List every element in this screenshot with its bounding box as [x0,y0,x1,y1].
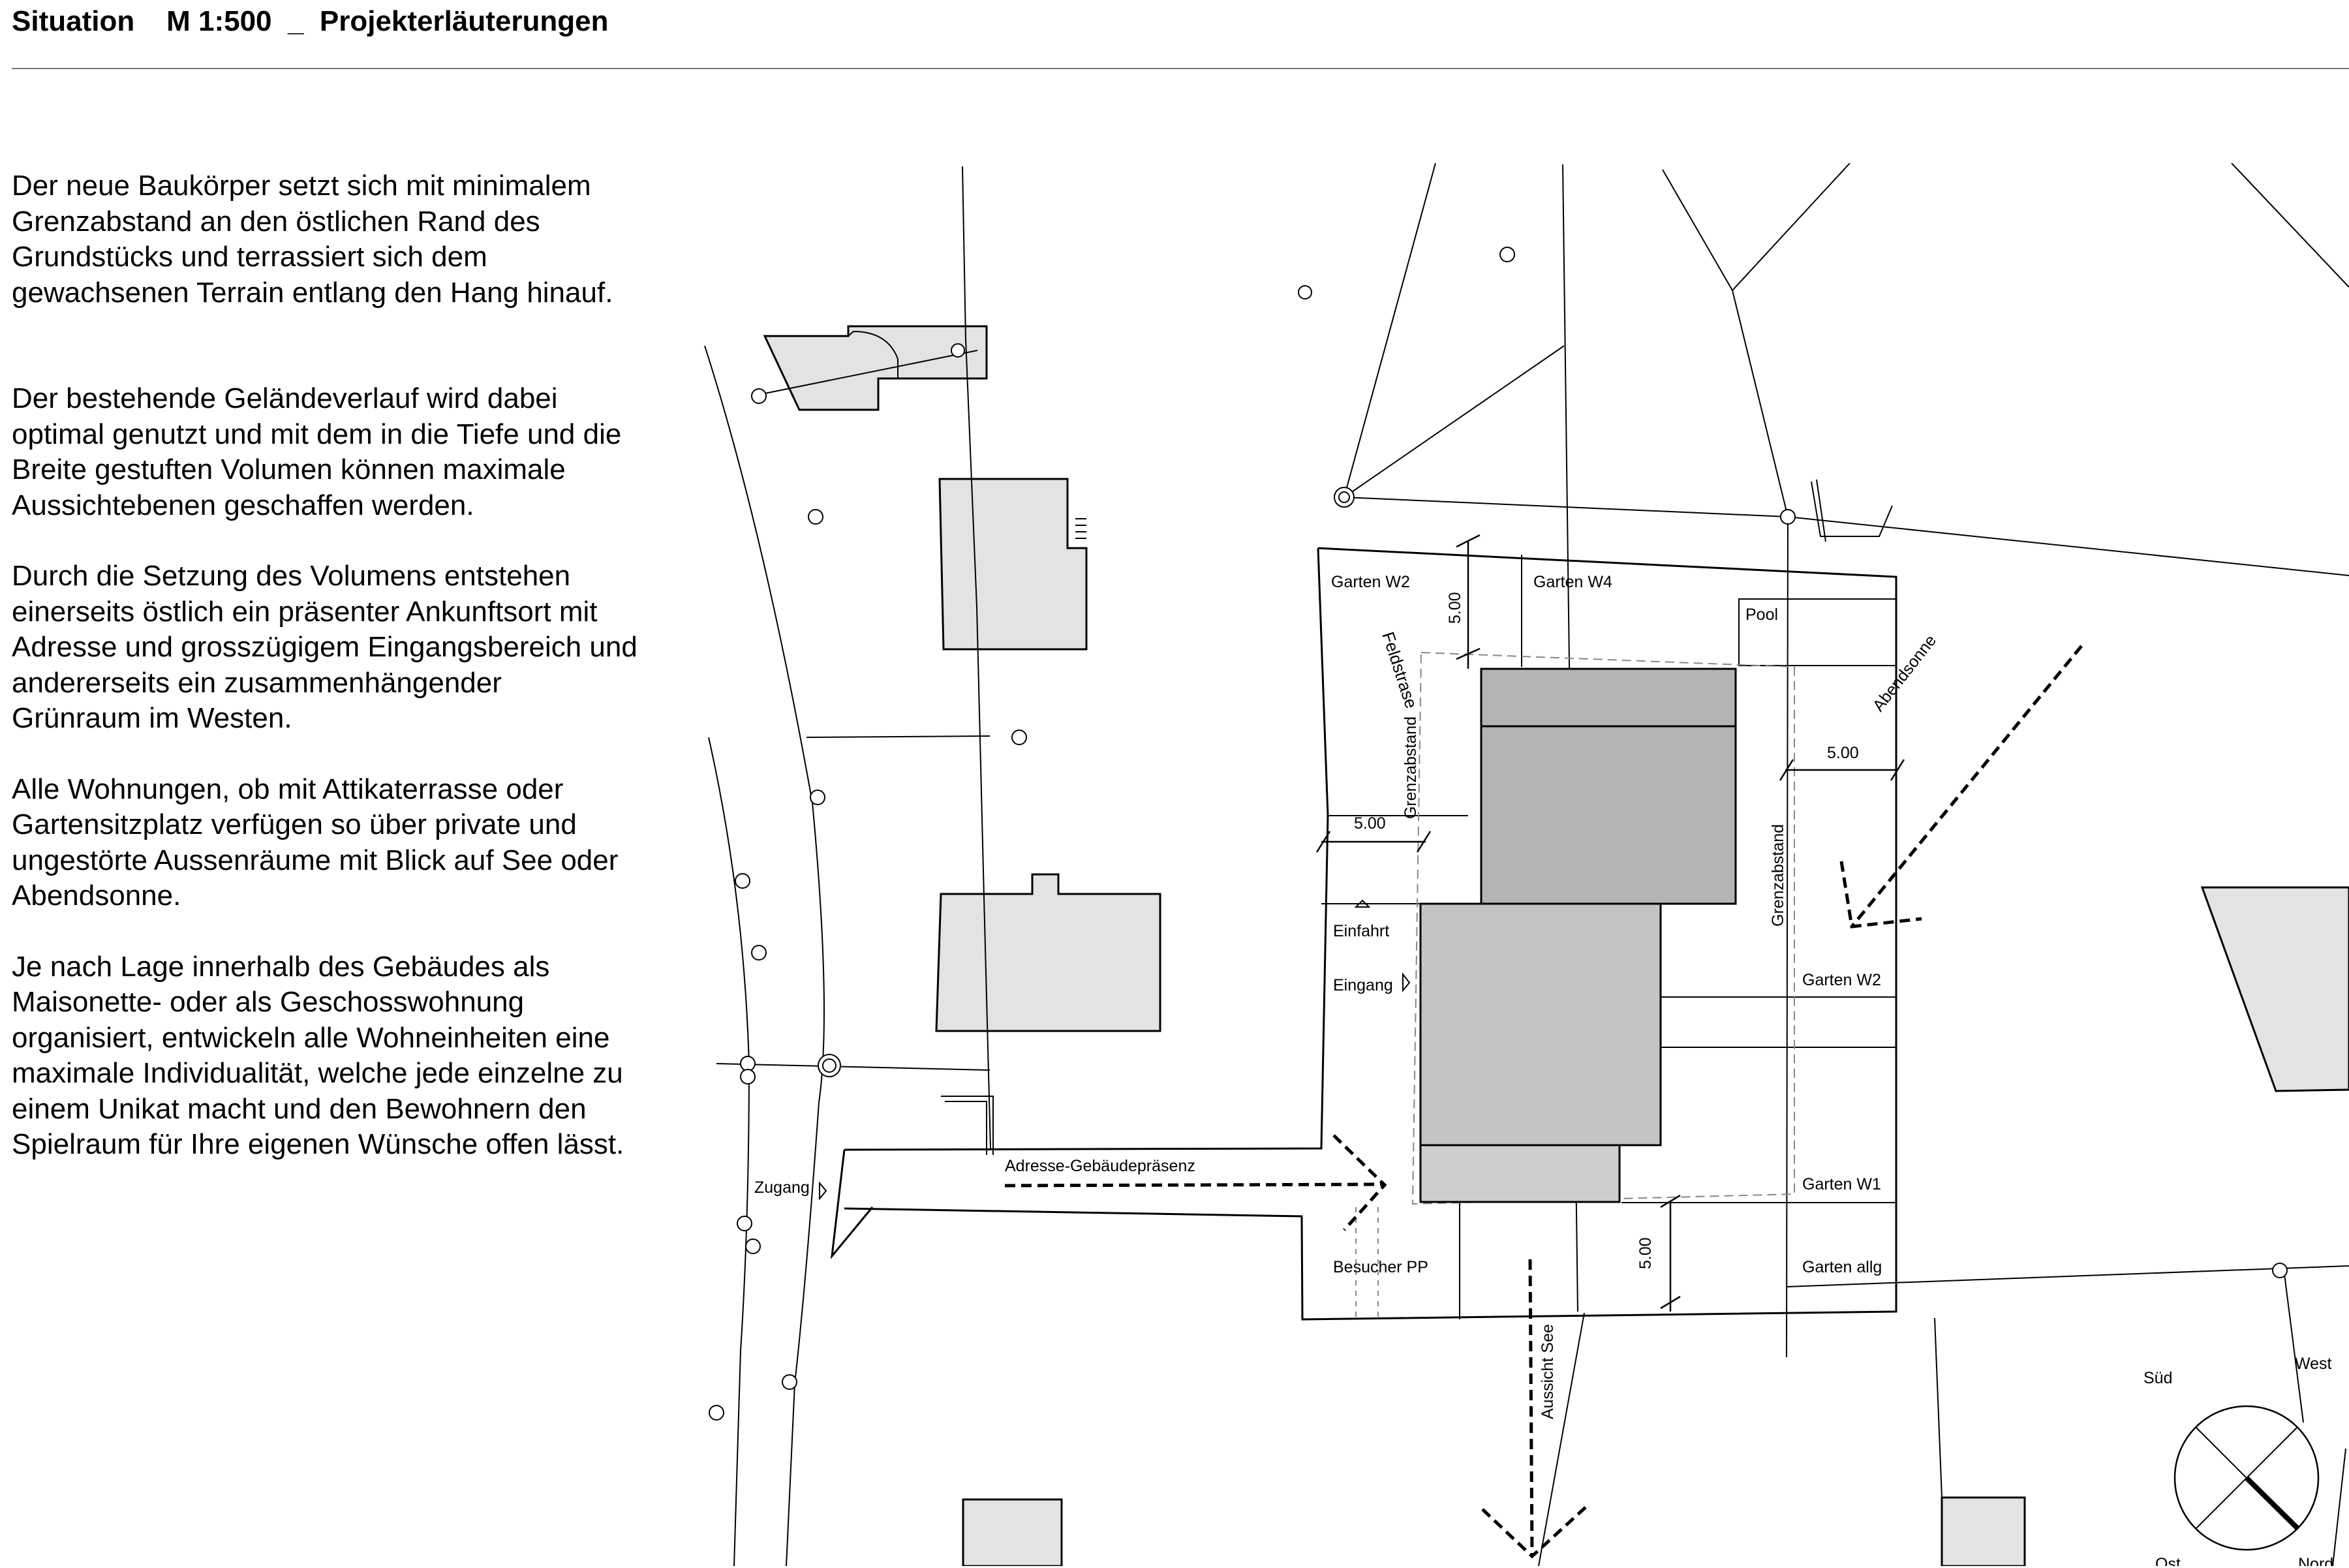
label-garten-allg: Garten allg [1802,1258,1882,1276]
neighbor-building-east [2200,886,2349,1092]
arrow-abendsonne [1850,645,2083,928]
neighbor-building-north [938,478,1088,651]
building-volume-lower [1419,1144,1621,1203]
compass: Süd West Ost Nord [2143,1355,2333,1566]
neighbor-building-southeast [1941,1496,2026,1566]
survey-markers-2 [1334,247,1796,525]
label-dim-right: 5.00 [1827,744,1859,762]
description-column: Der neue Baukörper setzt sich mit minima… [12,168,638,1198]
plan-labels: Garten W2 Garten W4 Pool 5.00 5.00 5.00 … [754,573,1940,1419]
arrow-adresse [1004,1182,1384,1188]
building-envelope [1355,651,1795,1318]
header-divider [12,68,2349,69]
compass-nord: Nord [2298,1555,2333,1566]
paragraph-2: Der bestehende Geländeverlauf wird dabei… [12,382,622,521]
compass-ost: Ost [2155,1555,2181,1566]
minor-details [848,330,1893,1155]
label-besucher-pp: Besucher PP [1333,1258,1428,1276]
paragraph-3: Durch die Setzung des Volumens entstehen… [12,560,637,734]
page-title: Situation M 1:500 _ Projekterläuterungen [12,5,609,37]
building-volume-upper [1480,668,1737,728]
entry-markers [819,899,1411,1201]
arrow-aussicht-see [1528,1259,1534,1557]
neighbor-building-nw [763,325,988,411]
neighbor-buildings [763,325,2349,1566]
neighbor-building-middle [935,873,1161,1032]
building-volume-middle [1419,902,1662,1146]
site-plan: Feldstrase [704,163,2349,1566]
label-aussicht-see: Aussicht See [1539,1324,1557,1419]
page-header: Situation M 1:500 _ Projekterläuterungen [12,0,2348,69]
dimension-lines [1315,534,1905,1312]
paragraph-5: Je nach Lage innerhalb des Gebäudes als … [12,950,624,1161]
label-abendsonne: Abendsonne [1869,632,1941,715]
label-zugang: Zugang [754,1178,810,1197]
paragraph-4: Alle Wohnungen, ob mit Attikaterrasse od… [12,773,619,912]
label-dim-left: 5.00 [1354,814,1386,833]
paragraph-1: Der neue Baukörper setzt sich mit minima… [12,170,613,309]
label-grenzabstand-left: Grenzabstand [1402,716,1420,819]
label-garten-w4: Garten W4 [1533,573,1612,591]
label-einfahrt: Einfahrt [1333,922,1389,940]
compass-sued: Süd [2143,1369,2172,1387]
arrows [1004,645,2083,1559]
street-name-label: Feldstrase [1378,630,1421,711]
label-dim-top: 5.00 [1446,592,1464,624]
label-adresse: Adresse-Gebäudepräsenz [1005,1157,1195,1175]
compass-west: West [2295,1355,2332,1373]
label-grenzabstand-right: Grenzabstand [1769,824,1787,927]
project-building [1419,668,1737,1203]
label-garten-w2-right: Garten W2 [1802,971,1881,989]
project-parcel [830,547,1897,1321]
label-eingang: Eingang [1333,976,1393,994]
internal-lines [1321,555,1897,1319]
label-dim-bottom: 5.00 [1636,1237,1655,1269]
label-garten-w2-top: Garten W2 [1331,573,1410,591]
neighbor-building-south [962,1498,1063,1566]
label-garten-w1: Garten W1 [1802,1175,1881,1193]
building-volume-upper-main [1480,725,1737,905]
label-pool: Pool [1745,606,1778,624]
